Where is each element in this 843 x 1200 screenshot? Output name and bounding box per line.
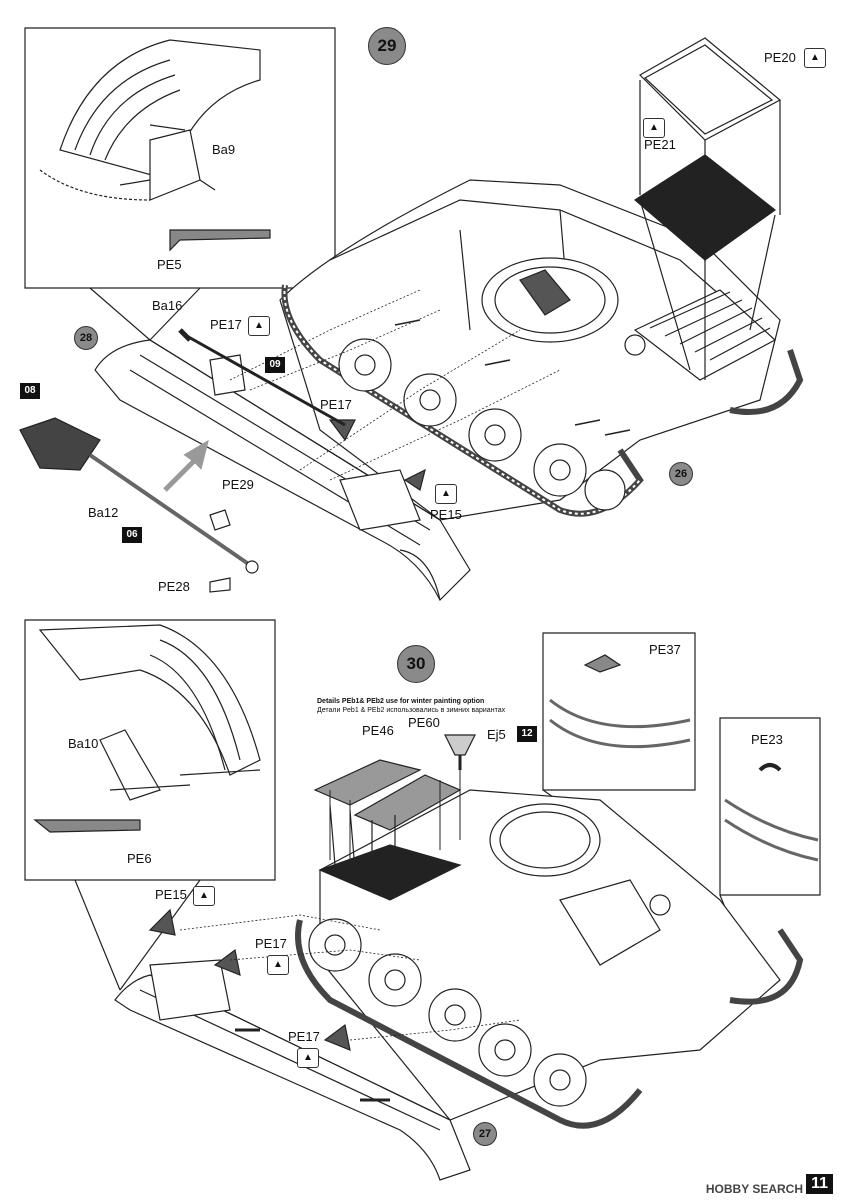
sprue-tag-09: 09 xyxy=(265,357,285,373)
part-label-pe6: PE6 xyxy=(127,851,152,866)
sprue-tag-12: 12 xyxy=(517,726,537,742)
part-label-pe17-b: PE17 xyxy=(320,397,352,412)
part-label-pe23: PE23 xyxy=(751,732,783,747)
photo-etch-icon: ▲ xyxy=(193,886,215,906)
step-29-number: 29 xyxy=(368,27,406,65)
step-30-number: 30 xyxy=(397,645,435,683)
part-label-pe29: PE29 xyxy=(222,477,254,492)
part-label-pe21: PE21 xyxy=(644,137,676,152)
part-label-pe60: PE60 xyxy=(408,715,440,730)
part-label-pe46: PE46 xyxy=(362,723,394,738)
ref-circle-26: 26 xyxy=(669,462,693,486)
part-label-ba9: Ba9 xyxy=(212,142,236,157)
part-label-ba16: Ba16 xyxy=(152,298,183,313)
part-label-pe17-a: PE17 xyxy=(210,317,242,332)
part-label-pe28: PE28 xyxy=(158,579,190,594)
detail-inset-frame-30 xyxy=(24,619,276,881)
sprue-tag-08: 08 xyxy=(20,383,40,399)
photo-etch-icon: ▲ xyxy=(435,484,457,504)
part-label-pe17-b: PE17 xyxy=(288,1029,320,1044)
photo-etch-icon: ▲ xyxy=(297,1048,319,1068)
note-russian: Детали Peb1 & PEb2 использовались в зимн… xyxy=(317,707,506,714)
part-label-ba12: Ba12 xyxy=(88,505,119,520)
part-label-ej5: Ej5 xyxy=(487,727,506,742)
ref-circle-28: 28 xyxy=(74,326,98,350)
page-number: 11 xyxy=(806,1174,833,1194)
part-label-pe17-a: PE17 xyxy=(255,936,287,951)
part-label-pe5: PE5 xyxy=(157,257,182,272)
note-title: Details PEb1& PEb2 use for winter painti… xyxy=(317,698,485,705)
watermark: HOBBY SEARCH xyxy=(705,1182,803,1196)
photo-etch-icon: ▲ xyxy=(267,955,289,975)
sprue-tag-06: 06 xyxy=(122,527,142,543)
photo-etch-icon: ▲ xyxy=(248,316,270,336)
part-label-pe20: PE20 xyxy=(764,50,796,65)
part-label-ba10: Ba10 xyxy=(68,736,99,751)
photo-etch-icon: ▲ xyxy=(643,118,665,138)
winter-option-note: Details PEb1& PEb2 use for winter painti… xyxy=(317,697,505,715)
part-label-pe37: PE37 xyxy=(649,642,681,657)
ref-circle-27: 27 xyxy=(473,1122,497,1146)
part-label-pe15: PE15 xyxy=(430,507,462,522)
part-label-pe15: PE15 xyxy=(155,887,187,902)
photo-etch-icon: ▲ xyxy=(804,48,826,68)
